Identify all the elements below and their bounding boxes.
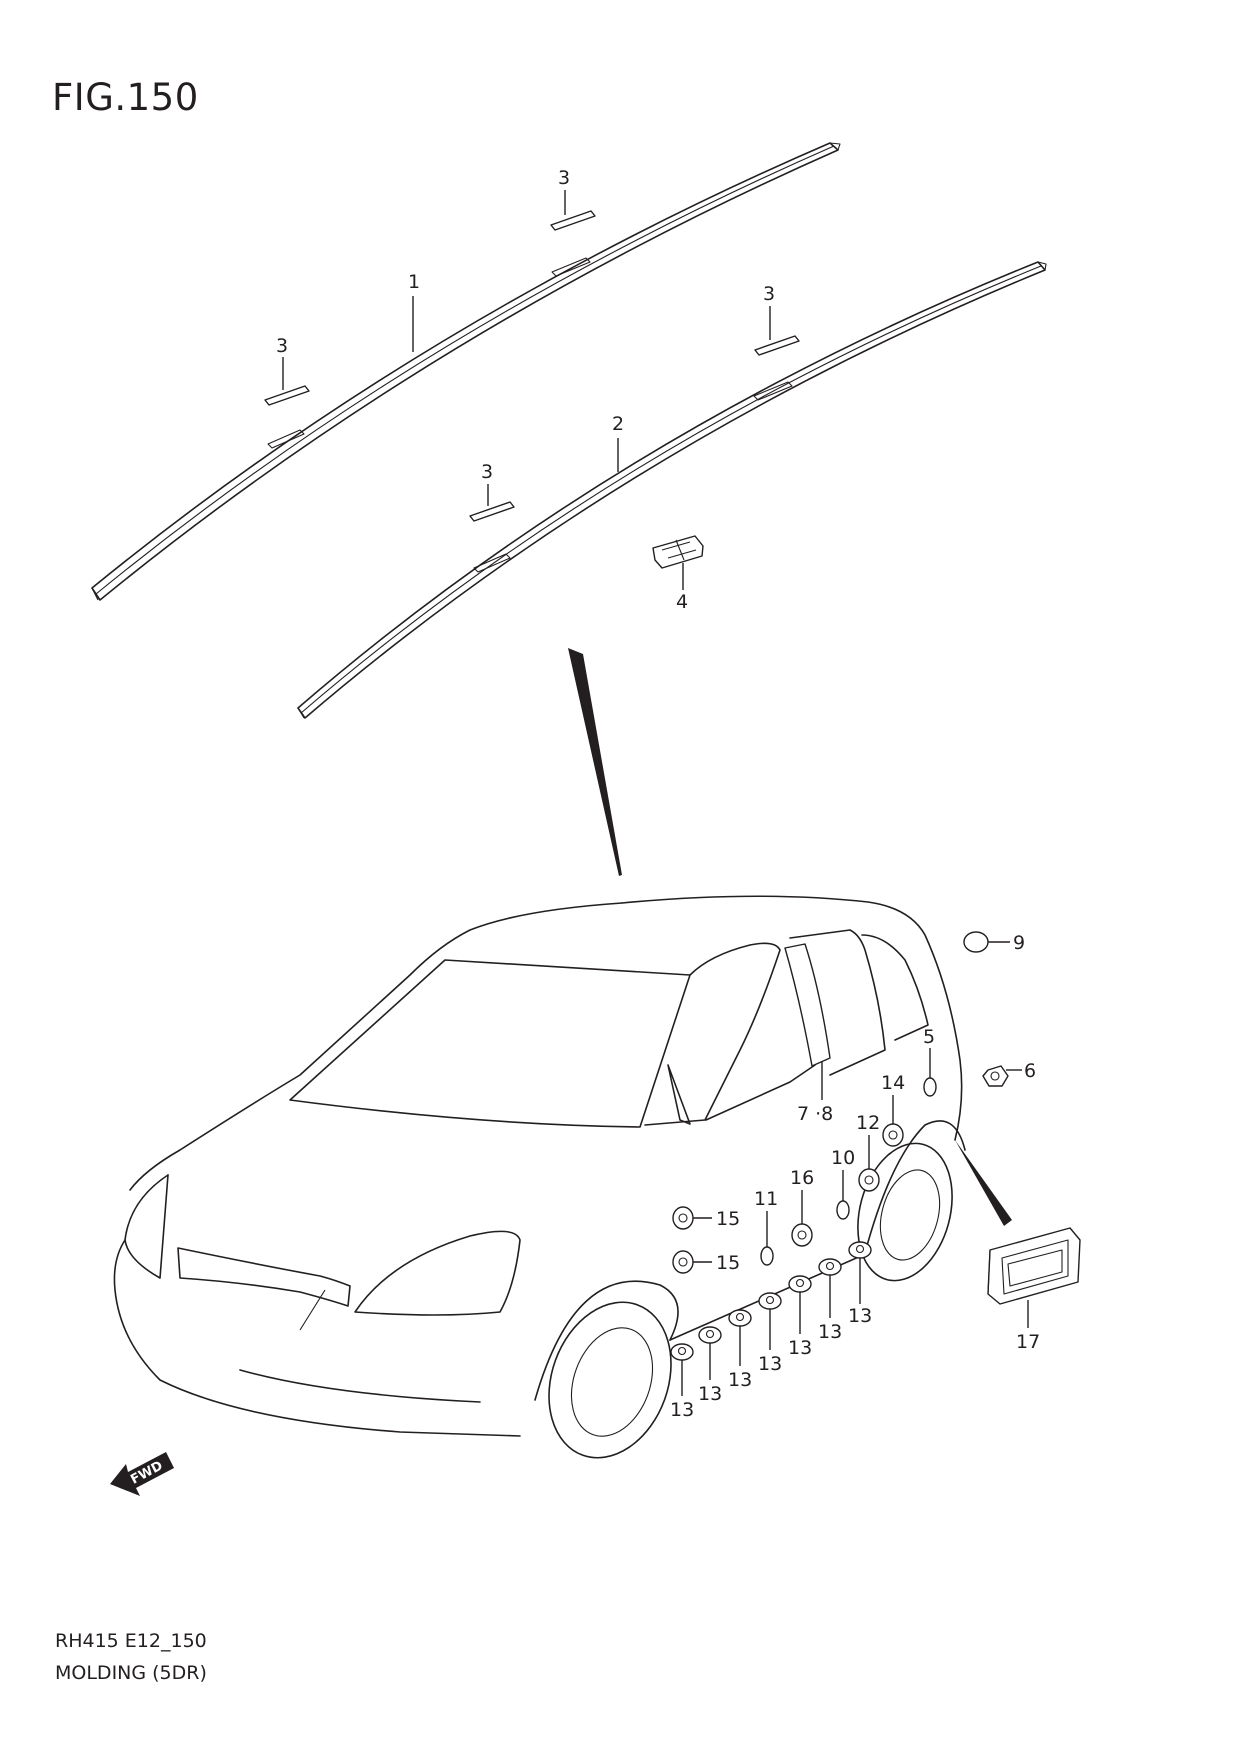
callout-14: 14 xyxy=(881,1072,905,1094)
callout-5: 5 xyxy=(923,1026,935,1048)
callout-15b: 15 xyxy=(716,1252,740,1274)
callout-4: 4 xyxy=(676,591,688,613)
roof-molding-1[interactable] xyxy=(91,142,841,601)
car-outline xyxy=(113,895,966,1459)
callout-7-8: 7 ·8 xyxy=(797,1103,833,1125)
grommet-10[interactable] xyxy=(836,1170,850,1220)
callout-16: 16 xyxy=(790,1167,814,1189)
figure-name: MOLDING (5DR) xyxy=(55,1662,207,1684)
clip-13g[interactable] xyxy=(848,1241,872,1304)
callout-3d: 3 xyxy=(481,461,493,483)
clip-13d[interactable] xyxy=(758,1292,782,1350)
callout-3b: 3 xyxy=(276,335,288,357)
callout-17: 17 xyxy=(1016,1331,1040,1353)
grommet-9[interactable] xyxy=(963,931,1010,953)
pointer-wedge xyxy=(568,648,622,876)
figure-title: FIG.150 xyxy=(52,76,199,119)
clip-15b[interactable] xyxy=(672,1250,712,1274)
clip-tape-3d[interactable] xyxy=(469,484,515,522)
nut-6[interactable] xyxy=(982,1065,1022,1087)
callout-15a: 15 xyxy=(716,1208,740,1230)
grommet-11[interactable] xyxy=(760,1211,774,1266)
clip-12[interactable] xyxy=(858,1135,880,1192)
clip-15a[interactable] xyxy=(672,1206,712,1230)
clip-16[interactable] xyxy=(791,1190,813,1247)
callout-13a: 13 xyxy=(670,1399,694,1421)
callout-13b: 13 xyxy=(698,1383,722,1405)
callout-12: 12 xyxy=(856,1112,880,1134)
callout-13c: 13 xyxy=(728,1369,752,1391)
figure-code: RH415 E12_150 xyxy=(55,1630,207,1652)
callout-3c: 3 xyxy=(763,283,775,305)
clip-13e[interactable] xyxy=(788,1275,812,1334)
callout-13g: 13 xyxy=(848,1305,872,1327)
clip-4[interactable] xyxy=(652,535,704,590)
clip-tape-3a[interactable] xyxy=(550,190,596,231)
callout-1: 1 xyxy=(408,271,420,293)
clip-tape-3b[interactable] xyxy=(264,357,310,406)
roof-molding-2[interactable] xyxy=(297,261,1047,719)
fwd-arrow-icon: FWD xyxy=(110,1452,174,1496)
clip-13a[interactable] xyxy=(670,1343,694,1396)
callout-11: 11 xyxy=(754,1188,778,1210)
callout-2: 2 xyxy=(612,413,624,435)
callout-13f: 13 xyxy=(818,1321,842,1343)
callout-9: 9 xyxy=(1013,932,1025,954)
callout-10: 10 xyxy=(831,1147,855,1169)
callout-6: 6 xyxy=(1024,1060,1036,1082)
callout-3a: 3 xyxy=(558,167,570,189)
grommet-5[interactable] xyxy=(923,1048,937,1097)
callout-13e: 13 xyxy=(788,1337,812,1359)
clip-13c[interactable] xyxy=(728,1309,752,1366)
vent-17[interactable] xyxy=(955,1140,1081,1328)
callout-13d: 13 xyxy=(758,1353,782,1375)
clip-13b[interactable] xyxy=(698,1326,722,1380)
clip-13f[interactable] xyxy=(818,1258,842,1318)
clip-tape-3c[interactable] xyxy=(754,306,800,356)
clip-14[interactable] xyxy=(882,1095,904,1147)
